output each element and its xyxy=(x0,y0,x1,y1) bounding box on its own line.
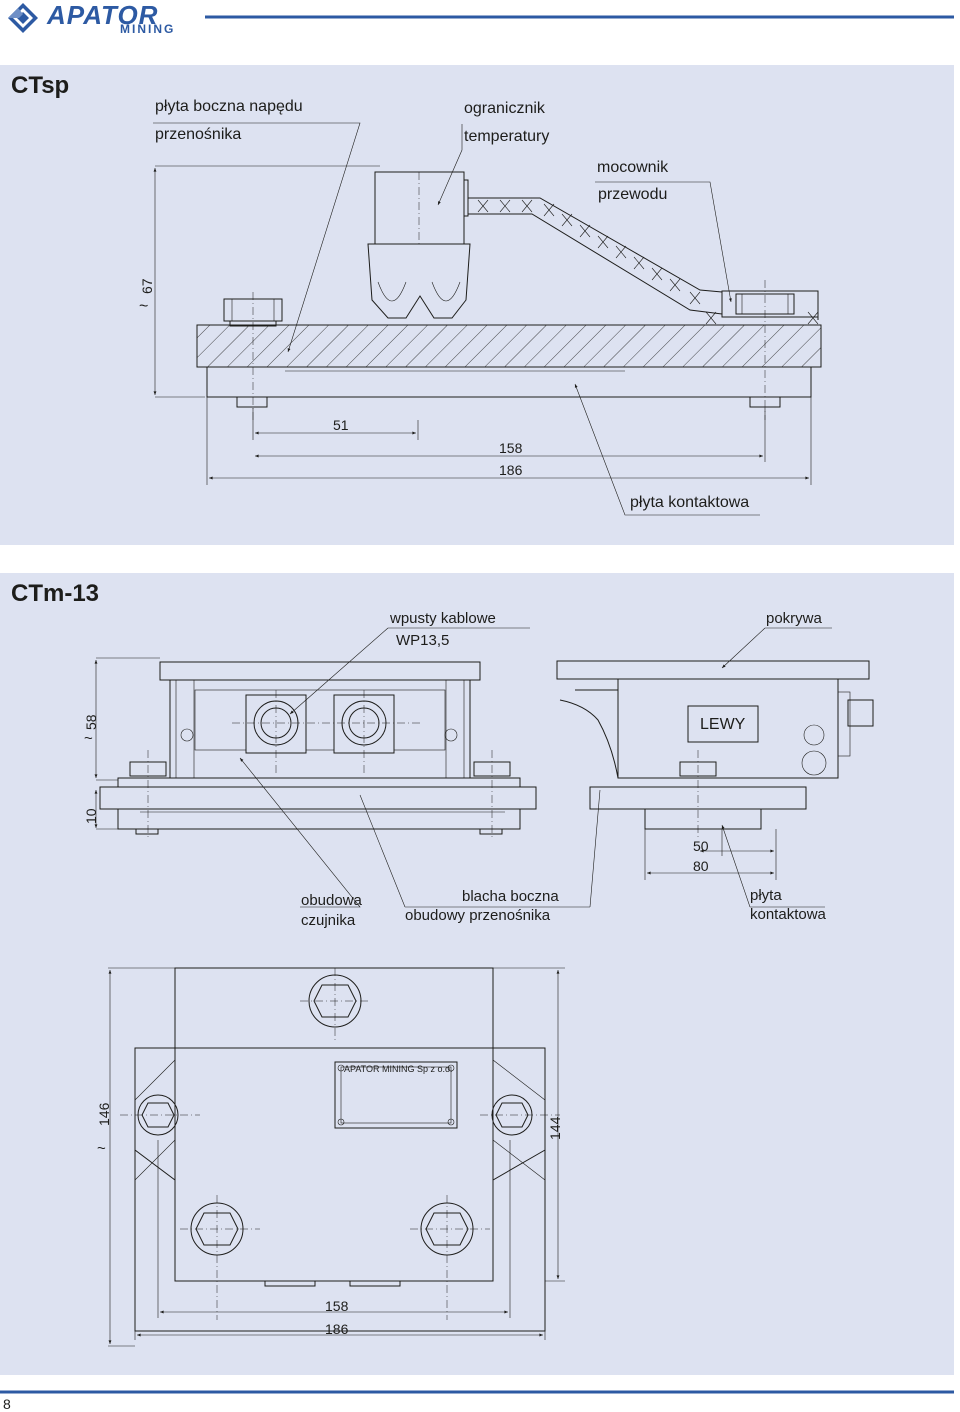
ctsp-panel xyxy=(0,65,954,545)
label-sheet-1: blacha boczna xyxy=(462,888,559,905)
label-housing-2: czujnika xyxy=(301,912,356,929)
label-side-plate-1: płyta boczna napędu xyxy=(155,98,303,115)
dim-146: 146 xyxy=(96,1102,112,1126)
label-sheet-2: obudowy przenośnika xyxy=(405,907,551,924)
label-limiter-1: ogranicznik xyxy=(464,100,545,117)
dim-144: 144 xyxy=(547,1116,563,1140)
label-glands-1: wpusty kablowe xyxy=(390,610,496,627)
label-holder-2: przewodu xyxy=(598,186,668,203)
dim-51: 51 xyxy=(333,417,349,433)
label-glands-2: WP13,5 xyxy=(396,632,450,649)
dim-10: 10 xyxy=(83,808,99,824)
brand-sub: MINING xyxy=(120,22,176,36)
label-holder-1: mocownik xyxy=(597,159,669,176)
cable-braid xyxy=(477,199,819,325)
label-lewy: LEWY xyxy=(700,716,746,733)
apator-logo-icon xyxy=(8,3,954,33)
label-plate-2: kontaktowa xyxy=(750,906,826,923)
dim-58: 58 xyxy=(83,714,99,730)
dim-80: 80 xyxy=(693,858,709,874)
nameplate-text: APATOR MINING Sp z o.o. xyxy=(344,1064,453,1074)
approx-symbol: ~ xyxy=(139,298,149,315)
ctm-title: CTm-13 xyxy=(11,580,100,607)
page-number: 8 xyxy=(3,1396,11,1412)
dim-plan-186: 186 xyxy=(325,1321,349,1337)
ctm-panel xyxy=(0,573,954,1375)
brand-name: APATOR xyxy=(47,0,159,30)
label-limiter-2: temperatury xyxy=(464,128,550,145)
approx-symbol-58: ~ xyxy=(84,730,93,747)
dim-158: 158 xyxy=(499,440,523,456)
label-side-plate-2: przenośnika xyxy=(155,126,242,143)
label-cover: pokrywa xyxy=(766,610,822,627)
ctsp-side-drawing xyxy=(153,122,822,516)
label-plate-1: płyta xyxy=(750,887,782,904)
label-contact-plate: płyta kontaktowa xyxy=(630,494,750,511)
ctsp-title: CTsp xyxy=(11,72,70,99)
approx-symbol-146: ~ xyxy=(97,1140,106,1157)
label-housing-1: obudowa xyxy=(301,892,362,909)
dim-50: 50 xyxy=(693,838,709,854)
dim-plan-158: 158 xyxy=(325,1298,349,1314)
dim-186: 186 xyxy=(499,462,523,478)
